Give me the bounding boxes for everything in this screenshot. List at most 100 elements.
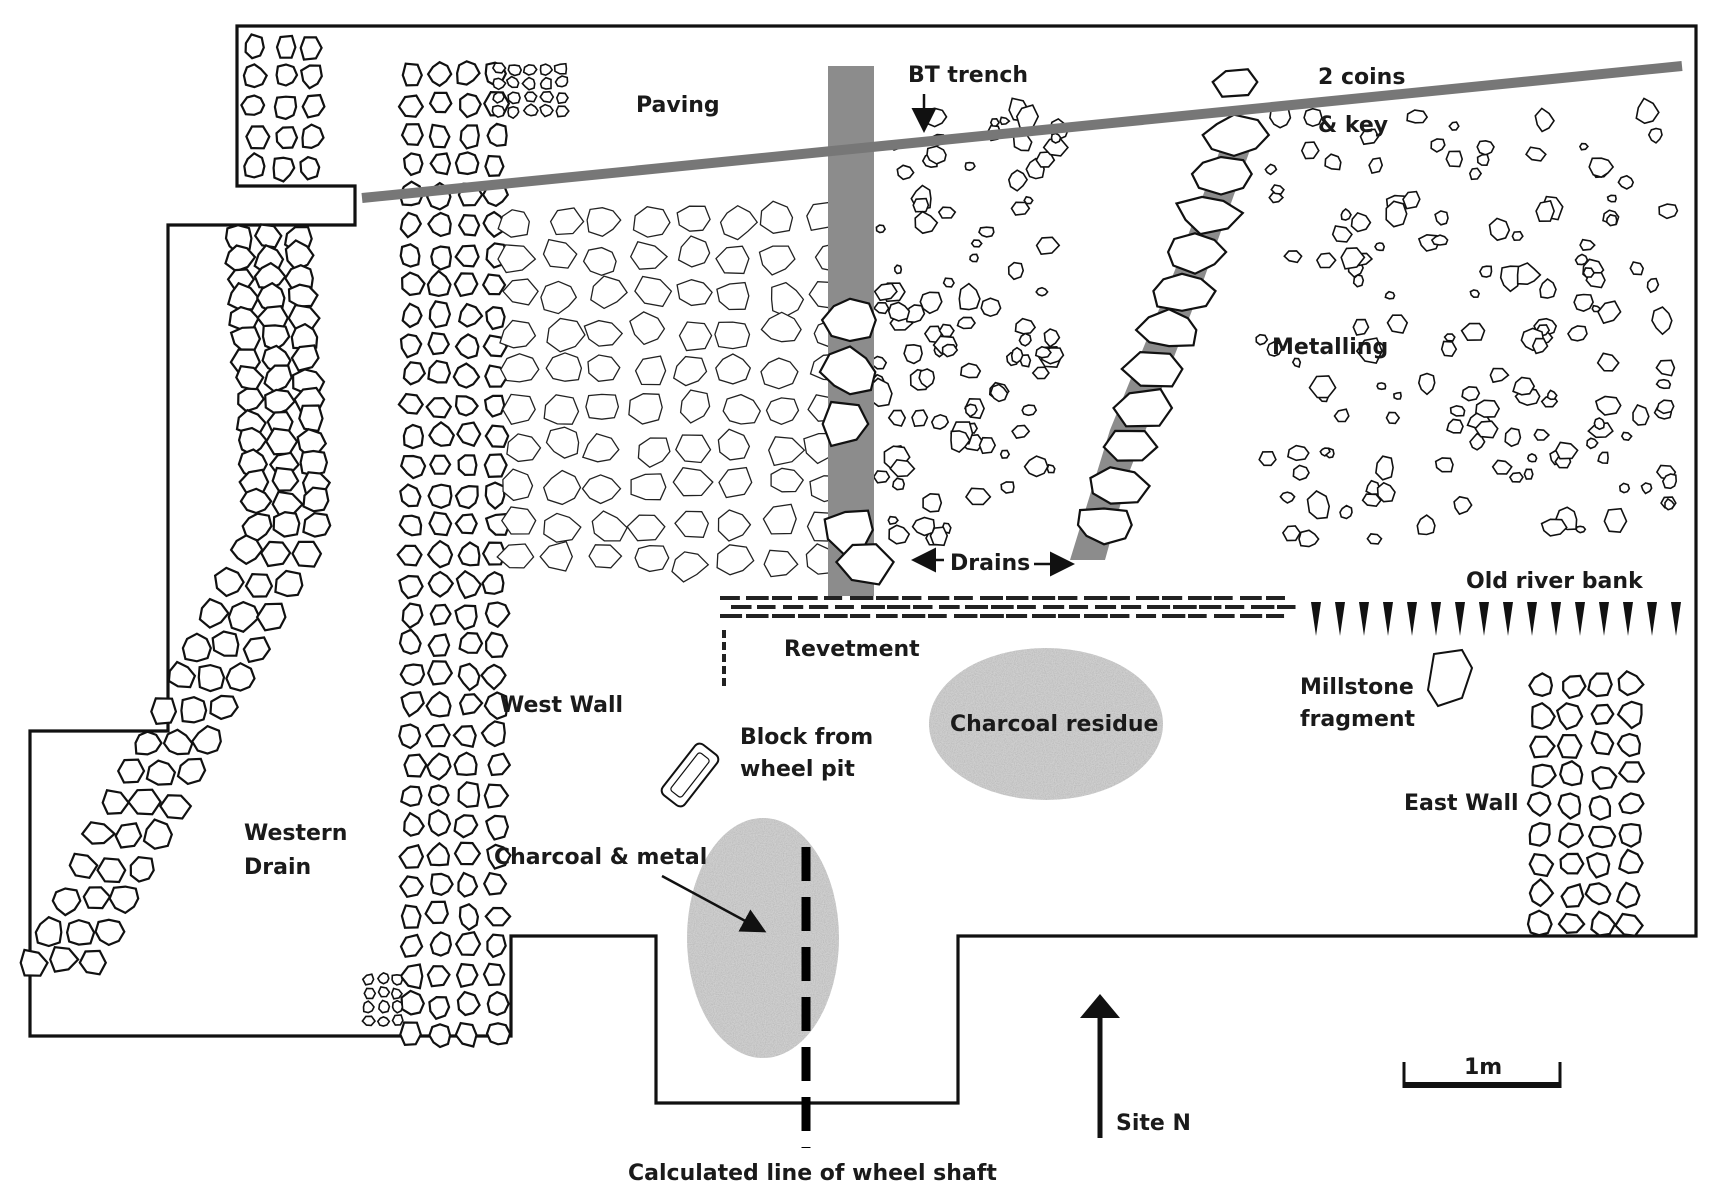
east-wall-label: East Wall <box>1404 791 1519 816</box>
wall-stone <box>1528 877 1555 908</box>
wall-stone <box>486 122 508 147</box>
metalling-pebble <box>1586 437 1599 450</box>
metalling-pebble <box>978 226 995 238</box>
wall-stone <box>402 361 427 386</box>
wall-stone <box>425 752 452 781</box>
wall-stone <box>453 841 482 866</box>
wall-stone <box>484 154 505 178</box>
patch-stone <box>539 90 555 104</box>
metalling-pebble <box>1632 404 1650 426</box>
scale-bar <box>1402 1062 1562 1088</box>
metalling-pebble <box>1402 190 1421 210</box>
wall-stone <box>401 602 424 630</box>
revetment-stone <box>746 596 769 600</box>
revetment-stone <box>928 596 950 600</box>
paving-stone <box>501 506 537 535</box>
wall-stone <box>426 539 454 569</box>
drain-stone <box>235 364 265 392</box>
wall-stone <box>425 690 452 718</box>
revetment-stone <box>980 596 1003 600</box>
metalling-pebble <box>1587 422 1614 439</box>
millstone-fragment <box>1426 648 1474 708</box>
metalling-pebble <box>1461 385 1481 402</box>
metalling-pebble <box>950 430 971 454</box>
wall-stone <box>1557 912 1586 935</box>
river-bank-marker <box>1623 602 1633 636</box>
wall-stone <box>426 269 452 298</box>
drain-stone <box>1166 232 1228 275</box>
revetment-stone <box>1251 605 1275 609</box>
wall-stone <box>485 1022 512 1046</box>
wall-stone <box>1590 703 1615 726</box>
metalling-pebble <box>1034 345 1052 359</box>
metalling-pebble <box>903 343 923 365</box>
patch-stone <box>491 104 506 118</box>
metalling-pebble <box>1384 290 1396 300</box>
wall-stone <box>427 331 451 356</box>
metalling-pebble <box>893 264 903 275</box>
revetment-stone <box>1043 605 1065 609</box>
metalling-pebble <box>1011 424 1031 439</box>
wall-stone <box>1559 852 1585 875</box>
metalling-pebble <box>929 526 949 547</box>
metalling-pebble <box>873 301 890 315</box>
wall-stone <box>240 94 266 116</box>
old-river-bank-label: Old river bank <box>1466 569 1644 594</box>
metalling-pebble <box>1554 441 1579 460</box>
wall-stone <box>485 814 510 841</box>
drain-stone <box>291 540 323 568</box>
drain-stone <box>180 696 208 724</box>
patch-stone <box>391 999 404 1014</box>
metalling-pebble <box>989 383 1009 403</box>
metalling-pebble <box>914 210 939 235</box>
drain-stone <box>284 239 315 272</box>
metalling-pebble <box>1385 200 1408 228</box>
metalling-pebble <box>1591 304 1602 313</box>
metalling-pebble <box>1266 341 1283 357</box>
metalling-pebble <box>1417 372 1436 396</box>
wall-stone <box>427 483 453 509</box>
revetment-label: Revetment <box>784 637 920 662</box>
patch-stone <box>492 91 505 104</box>
drain-stone <box>1152 272 1217 312</box>
wall-stone <box>487 752 512 777</box>
metalling-pebble <box>875 224 887 234</box>
revetment-stone <box>722 666 726 674</box>
wall-stone <box>1616 700 1643 730</box>
wall-stone <box>397 392 425 415</box>
wall-stone <box>301 123 325 150</box>
metalling-pebble <box>1340 207 1352 221</box>
metalling-pebble <box>964 487 992 506</box>
paving-stone <box>545 426 580 459</box>
wall-stone <box>399 243 421 268</box>
wall-stone <box>399 875 425 899</box>
river-bank-marker <box>1311 602 1321 636</box>
river-bank-marker <box>1455 602 1465 636</box>
metalling-pebble <box>896 164 915 181</box>
revetment-stone <box>850 596 874 600</box>
metalling-pebble <box>924 107 948 128</box>
revetment-stone <box>1006 596 1029 600</box>
metalling-pebble <box>1308 375 1337 399</box>
wall-stone <box>396 544 423 567</box>
metalling-pebble <box>1010 346 1024 364</box>
wall-stone <box>400 123 424 146</box>
wall-stone <box>483 783 510 809</box>
metalling-pebble <box>1043 328 1061 348</box>
patch-stone <box>539 76 552 90</box>
revetment-stone <box>1173 605 1197 609</box>
wall-stone <box>397 94 425 118</box>
bt-trench-label: BT trench <box>908 63 1028 88</box>
drain-stone <box>34 915 63 948</box>
drain-stone <box>253 223 283 249</box>
river-bank-marker <box>1359 602 1369 636</box>
wall-stone <box>403 753 428 778</box>
wall-stone <box>398 723 422 750</box>
metalling-pebble <box>911 516 936 537</box>
drain-stone <box>227 600 261 633</box>
paving-stone <box>630 473 667 501</box>
wall-stone <box>429 603 452 626</box>
metalling-pebble <box>1567 325 1588 342</box>
drain-stone <box>259 540 292 568</box>
site-boundary <box>28 24 1698 1105</box>
